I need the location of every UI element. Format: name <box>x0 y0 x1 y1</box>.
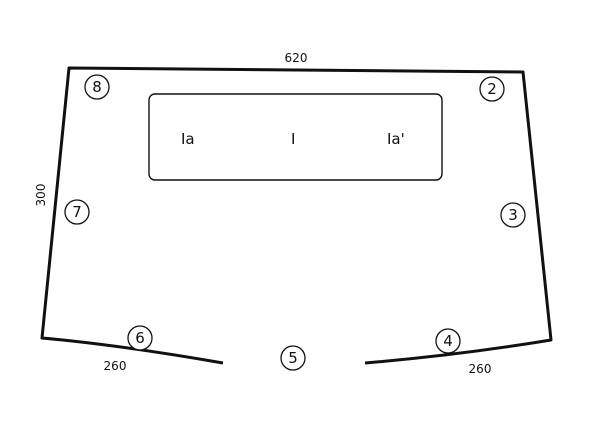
marker-7-circle <box>64 199 90 225</box>
marker-3-label: 3 <box>508 206 518 224</box>
marker-2: 2 <box>479 76 505 102</box>
marker-3-circle <box>500 202 526 228</box>
zone-i-rectangle <box>148 93 443 181</box>
windshield-outline <box>40 66 553 365</box>
marker-8: 8 <box>84 74 110 100</box>
marker-6-circle <box>127 325 153 351</box>
marker-4-circle <box>435 328 461 354</box>
dimension-left-label: 300 <box>34 184 48 207</box>
dimension-bottom-right-label: 260 <box>469 362 492 376</box>
zone-ia-label: Ia <box>181 130 195 148</box>
marker-2-label: 2 <box>487 80 497 98</box>
marker-2-circle <box>479 76 505 102</box>
marker-7: 7 <box>64 199 90 225</box>
marker-5: 5 <box>280 345 306 371</box>
marker-4-label: 4 <box>443 332 453 350</box>
zone-ia-prime-label: Ia' <box>387 130 405 148</box>
marker-5-circle <box>280 345 306 371</box>
marker-7-label: 7 <box>72 203 82 221</box>
marker-8-circle <box>84 74 110 100</box>
zone-i-label: I <box>291 130 295 148</box>
marker-8-label: 8 <box>92 78 102 96</box>
marker-4: 4 <box>435 328 461 354</box>
dimension-bottom-left-label: 260 <box>104 359 127 373</box>
marker-5-label: 5 <box>288 349 298 367</box>
marker-6-label: 6 <box>135 329 145 347</box>
marker-3: 3 <box>500 202 526 228</box>
marker-6: 6 <box>127 325 153 351</box>
dimension-top-label: 620 <box>285 51 308 65</box>
